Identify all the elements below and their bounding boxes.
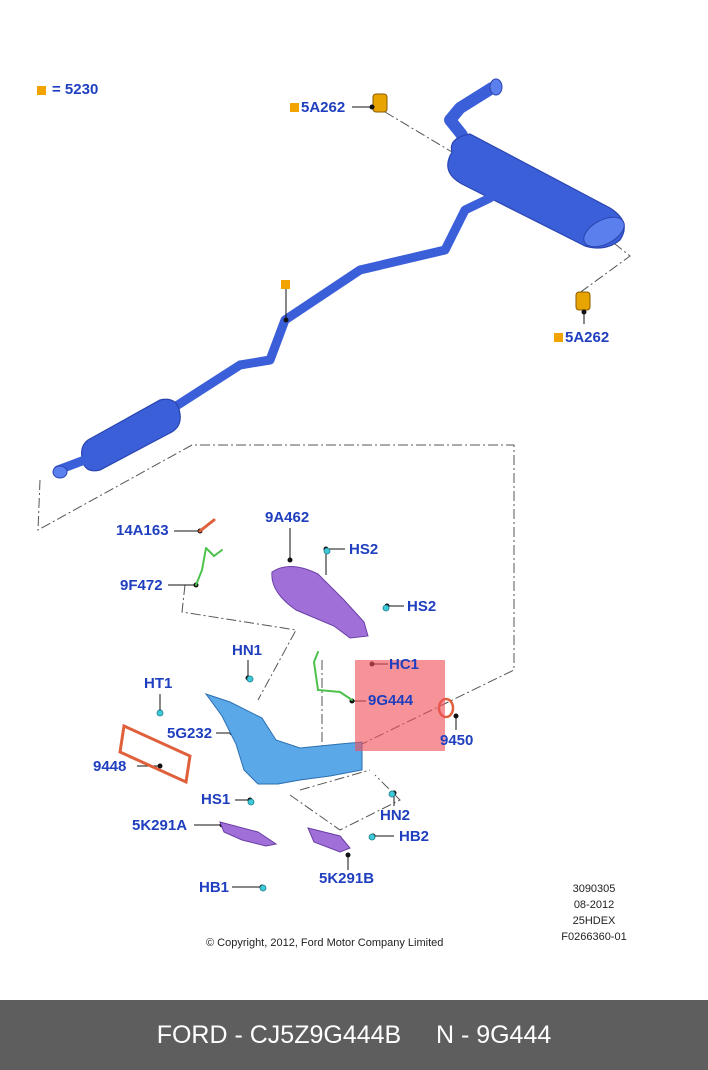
part-number-footer: FORD - CJ5Z9G444B N - 9G444 — [0, 1000, 708, 1070]
rear-muffler-end — [583, 216, 625, 248]
highlighted-part-area — [355, 660, 445, 751]
label-hc1: HC1 — [389, 656, 420, 673]
meta-line-4: F0266360-01 — [561, 931, 627, 943]
heat-shield-5k291a — [219, 821, 278, 847]
label-14a163: 14A163 — [116, 522, 169, 539]
dashdot-outlines — [37, 111, 631, 831]
diagram-artwork — [37, 78, 631, 892]
swatch-5a262-right — [554, 333, 563, 342]
label-5a262-top: 5A262 — [301, 99, 346, 116]
meta-line-2: 08-2012 — [573, 899, 615, 911]
copyright-notice: © Copyright, 2012, Ford Motor Company Li… — [206, 937, 444, 949]
hanger-insulator-right — [575, 291, 591, 311]
tailpipe-tip — [489, 78, 503, 96]
label-5a262-right: 5A262 — [565, 329, 610, 346]
leader-dots — [157, 104, 587, 890]
label-9a462: 9A462 — [265, 509, 310, 526]
exhaust-manifold-5g232 — [204, 693, 363, 785]
sensor-wire-9f472 — [195, 547, 223, 586]
tailpipe — [444, 82, 498, 141]
label-hn1: HN1 — [232, 642, 263, 659]
meta-line-3: 25HDEX — [572, 915, 616, 927]
rear-muffler — [447, 133, 625, 249]
fasteners — [156, 547, 396, 892]
footer-text: FORD - CJ5Z9G444B N - 9G444 — [156, 1020, 552, 1049]
legend-swatch — [37, 86, 46, 95]
mid-pipe — [165, 193, 495, 415]
hanger-insulator-top — [372, 93, 388, 113]
label-5g232: 5G232 — [167, 725, 213, 742]
resonator — [81, 398, 181, 472]
label-hb1: HB1 — [199, 879, 230, 896]
heat-shield-9a462 — [271, 566, 369, 639]
swatch-5a262-top — [290, 103, 299, 112]
drawing-metadata: 3090305 08-2012 25HDEX F0266360-01 — [556, 881, 632, 945]
front-flange — [52, 465, 68, 479]
sensor-9g444 — [312, 651, 353, 701]
heat-shield-5k291b — [307, 827, 351, 853]
label-5k291b: 5K291B — [319, 870, 375, 887]
label-9f472: 9F472 — [120, 577, 163, 594]
swatch-5230-pipe — [281, 280, 290, 289]
oxygen-sensor-14a163 — [198, 518, 216, 533]
meta-line-1: 3090305 — [572, 883, 616, 895]
label-9450: 9450 — [440, 732, 474, 749]
exploded-parts-diagram: = 5230 5A262 5A262 14A163 9F472 9A462 HS… — [37, 78, 632, 949]
gasket-9448 — [118, 723, 192, 785]
legend-text: = 5230 — [52, 81, 99, 98]
label-ht1: HT1 — [144, 675, 173, 692]
label-hs2-a: HS2 — [349, 541, 379, 558]
label-9g444: 9G444 — [368, 692, 414, 709]
label-hs1: HS1 — [201, 791, 231, 808]
label-hb2: HB2 — [399, 828, 430, 845]
label-hs2-b: HS2 — [407, 598, 437, 615]
label-5k291a: 5K291A — [132, 817, 188, 834]
label-9448: 9448 — [93, 758, 127, 775]
label-hn2: HN2 — [380, 807, 411, 824]
